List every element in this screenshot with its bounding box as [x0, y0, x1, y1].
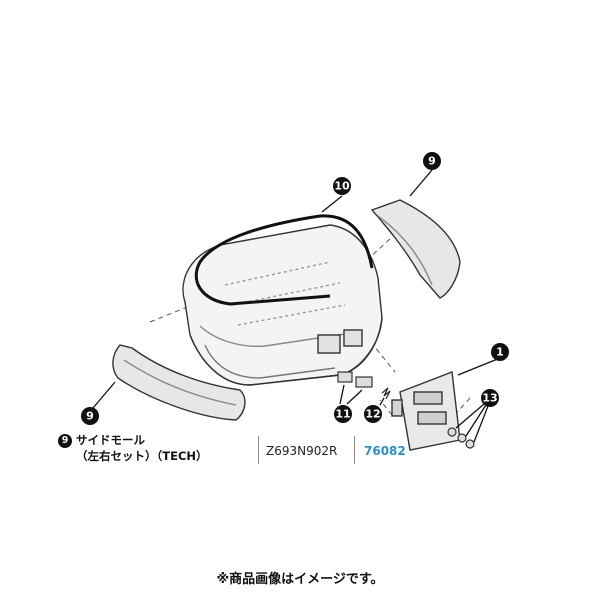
side-mold-right	[370, 199, 461, 299]
svg-text:12: 12	[365, 408, 380, 421]
product-code: 76082	[364, 444, 406, 458]
spring-part	[381, 387, 391, 400]
callout-11: 11	[334, 405, 352, 423]
caption-divider-2	[354, 436, 355, 464]
svg-text:11: 11	[335, 408, 350, 421]
screws	[447, 427, 475, 449]
callout-13: 13	[481, 389, 499, 407]
base-plate	[391, 371, 461, 451]
part-caption: 9 サイドモール （左右セット）（TECH）	[58, 432, 208, 464]
part-number: Z693N902R	[266, 444, 338, 458]
callout-9-left: 9	[81, 407, 99, 425]
seal-ring	[194, 214, 374, 306]
caption-line1: サイドモール	[76, 433, 145, 447]
svg-text:1: 1	[496, 346, 504, 359]
callout-12: 12	[364, 405, 382, 423]
callout-1: 1	[491, 343, 509, 361]
caption-line2: （左右セット）（TECH）	[76, 449, 208, 463]
svg-text:10: 10	[334, 180, 350, 193]
svg-text:9: 9	[428, 155, 436, 168]
clips	[337, 371, 373, 388]
caption-number: 9	[58, 434, 72, 448]
svg-text:13: 13	[482, 392, 497, 405]
top-case	[182, 224, 383, 386]
caption-divider-1	[258, 436, 259, 464]
image-notice: ※商品画像はイメージです。	[216, 572, 384, 587]
callout-10: 10	[333, 177, 351, 195]
leader-lines	[92, 169, 501, 443]
callout-9-right: 9	[423, 152, 441, 170]
side-mold-left	[112, 344, 246, 421]
svg-text:9: 9	[86, 410, 94, 423]
